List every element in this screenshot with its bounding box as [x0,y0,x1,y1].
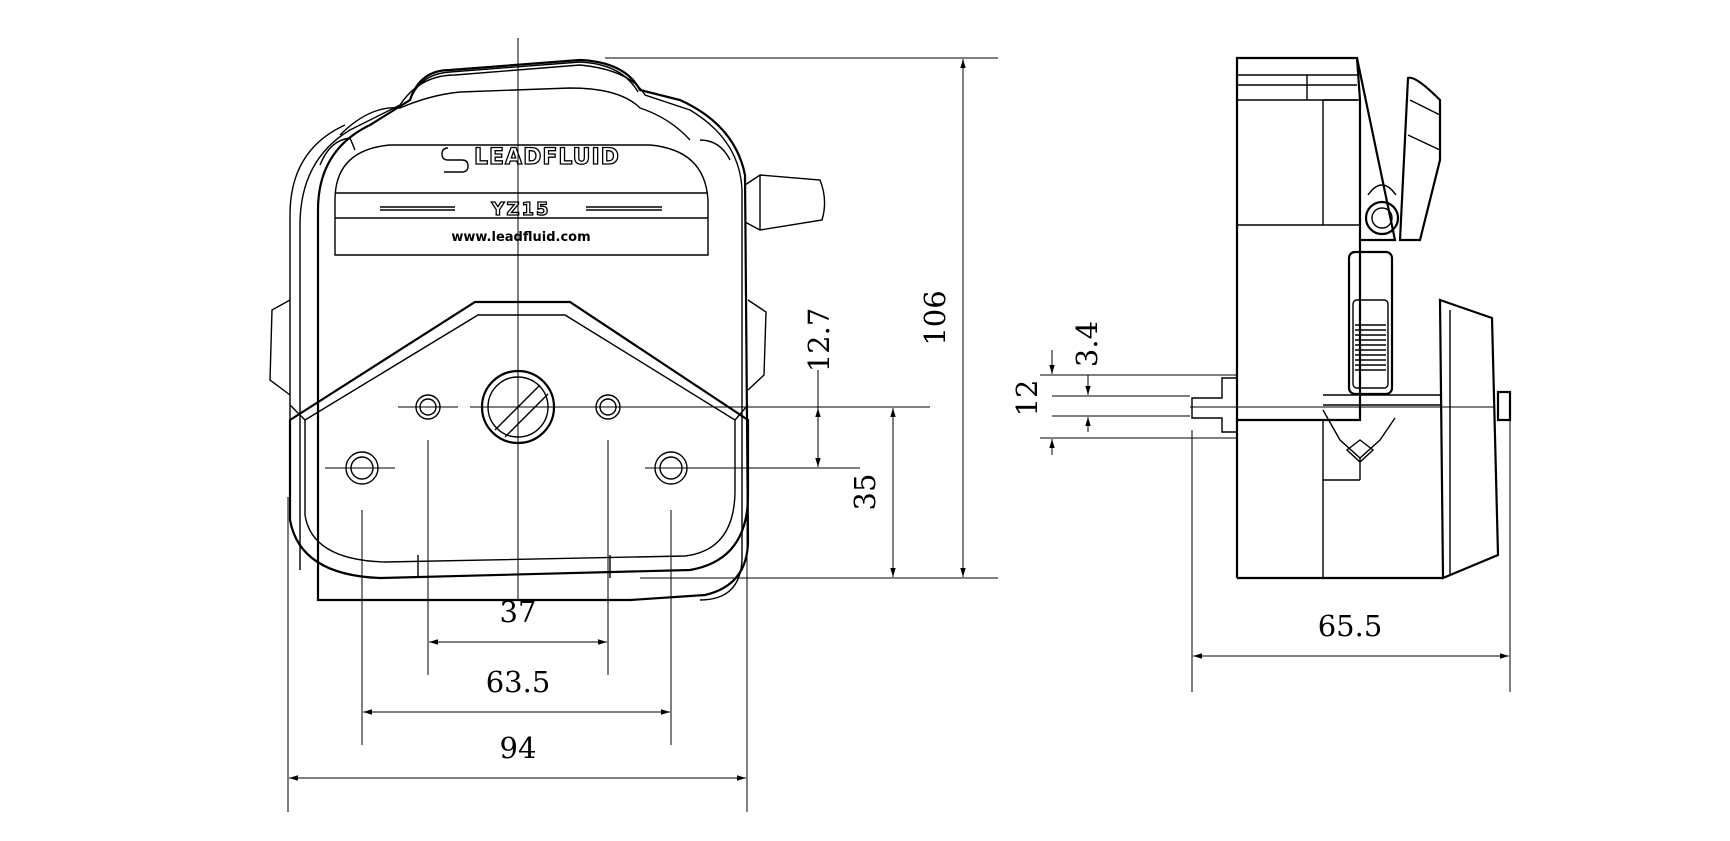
grip-ridges [1355,324,1386,371]
side-dimensions: 65.5 12 3.4 [1010,321,1511,692]
side-body [1235,56,1362,422]
side-lever [1355,57,1397,242]
label-window [334,144,709,256]
dim-mount-inner: 37 [500,595,537,629]
pump-head [288,300,750,580]
side-pivot [1364,200,1400,236]
dim-side-depth: 65.5 [1318,609,1383,643]
front-dimensions: 37 63.5 94 106 35 12.7 [287,57,998,812]
front-view: LEADFLUID YZ15 www.leadfluid.com [269,38,930,602]
dim-hole-offset: 12.7 [802,308,836,373]
dim-overall-height: 106 [918,290,952,345]
side-knob [1496,390,1512,422]
side-view [1190,56,1512,580]
dim-tube-offset: 3.4 [1070,321,1104,367]
dim-center-height: 35 [848,474,882,511]
front-housing-outline [316,58,750,602]
dim-total-width: 94 [500,731,537,765]
side-slider-latch [1347,250,1394,396]
dim-tube-slot: 12 [1010,380,1044,417]
website-url: www.leadfluid.com [451,230,590,245]
dim-mount-outer: 63.5 [486,665,551,699]
brand-name: LEADFLUID [474,145,620,170]
brand-logo: LEADFLUID [441,144,620,173]
latch-lever [744,174,826,231]
model-name: YZ15 [490,199,550,220]
side-rear-housing [1438,298,1500,580]
